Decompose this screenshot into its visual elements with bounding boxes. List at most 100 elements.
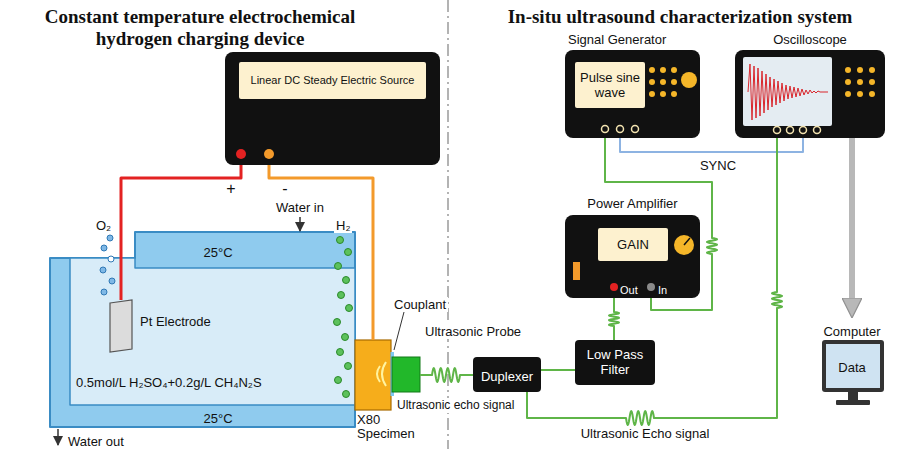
node-text: Pt Electrode (140, 314, 211, 329)
text-holder: SYNC (690, 156, 746, 174)
node-text: Ultrasonic Probe (423, 324, 523, 339)
button-dot (845, 79, 851, 85)
part-label: Ultrasonic echo signal (395, 398, 516, 413)
text-holder: Ultrasonic Probe (423, 322, 553, 340)
power-wire (269, 165, 373, 340)
water-outlet-arrow (57, 429, 59, 445)
text-holder: Couplant (392, 295, 452, 313)
button-dot (671, 91, 677, 97)
hydrogen-bubble (334, 319, 341, 326)
text-holder: Low Pass Filter (575, 347, 655, 378)
button-dot (845, 67, 851, 73)
text-holder: 25°C (168, 409, 268, 427)
data-arrow (849, 138, 855, 306)
text-holder: - (278, 180, 292, 198)
button-dot (660, 79, 666, 85)
screen-text: Data (838, 360, 865, 375)
power-switch (573, 262, 580, 280)
flow-label: Water out (66, 434, 126, 449)
text-holder: Linear DC Steady Electric Source (225, 62, 440, 99)
hydrogen-bubble (346, 305, 353, 312)
monitor-base (836, 400, 870, 405)
port-socket (774, 127, 781, 134)
dc-source: Linear DC Steady Electric Source (225, 52, 440, 165)
panel-divider (447, 0, 449, 449)
pc-monitor: ComputerData (815, 318, 889, 410)
negative-terminal (264, 149, 274, 159)
text-holder: Pt Electrode (140, 312, 260, 330)
part-label: Couplant (392, 297, 448, 312)
oxygen-bubble (101, 289, 107, 295)
signal-line (541, 369, 575, 371)
oxygen-bubble (107, 235, 113, 241)
text-holder: Ultrasonic echo signal (395, 395, 535, 413)
hydrogen-bubble (337, 349, 344, 356)
amp-unit: Power AmplifierGAINOutIn (565, 215, 700, 298)
button-dot (649, 79, 655, 85)
hydrogen-bubble (337, 237, 344, 244)
echo-waveform (748, 64, 828, 120)
jacket-shape (50, 232, 355, 427)
port-text: Out (620, 284, 638, 297)
hydrogen-bubble (345, 363, 352, 370)
transducer: Ultrasonic Probe (392, 357, 420, 392)
monitor-screen (826, 344, 880, 388)
button-dot (857, 91, 863, 97)
text-holder: X80 Specimen (357, 413, 421, 442)
text-holder: Out (620, 280, 650, 298)
panel-heading: Constant temperature electrochemical hyd… (25, 6, 375, 50)
knob-pointer (684, 238, 690, 245)
scope-screen (743, 57, 832, 126)
edge-label: Ultrasonic Echo signal (579, 426, 712, 441)
electrode-plate (110, 300, 132, 352)
chamber-shape (70, 258, 355, 405)
module-body (473, 357, 541, 392)
port-socket (617, 126, 624, 133)
monitor-neck (848, 392, 858, 400)
function-gen: Signal GeneratorPulse sine wave (565, 50, 700, 138)
panel-text: Linear DC Steady Electric Source (239, 62, 427, 99)
panel-heading: In-situ ultrasound characterization syst… (506, 6, 855, 28)
port-socket (787, 127, 794, 134)
tr-switch: Duplexer (473, 357, 541, 392)
text-holder: Computer (815, 322, 889, 340)
button-dot (649, 67, 655, 73)
panel-text: GAIN (598, 228, 668, 261)
signal-line (420, 368, 473, 382)
port-socket (602, 126, 609, 133)
input-port (647, 283, 655, 291)
button-dot (649, 91, 655, 97)
text-holder: Signal Generator (568, 30, 698, 48)
button-dot (869, 91, 875, 97)
port-socket (800, 127, 807, 134)
button-dot (660, 91, 666, 97)
power-wire (121, 165, 241, 300)
text-holder: Power Amplifier (565, 194, 700, 212)
instrument-body (565, 50, 700, 138)
oxygen-bubble (109, 278, 115, 284)
positive-terminal (236, 149, 246, 159)
node-text: Low Pass Filter (575, 347, 655, 377)
node-text: 25°C (203, 411, 232, 426)
port-text: In (658, 284, 667, 297)
probe-body (392, 357, 420, 392)
text-holder: In (658, 280, 688, 298)
node-text: Signal Generator (568, 32, 666, 47)
echo-line (527, 138, 782, 425)
signal-line (605, 138, 717, 310)
hydrogen-bubble (343, 391, 350, 398)
text-holder: Oscilloscope (735, 30, 885, 48)
button-dot (869, 79, 875, 85)
text-holder: In-situ ultrasound characterization syst… (465, 6, 895, 28)
node-text: 25°C (203, 245, 232, 260)
hydrogen-bubble (343, 277, 350, 284)
steel-sample: X80 Specimen (355, 340, 391, 410)
echo-arc (382, 362, 386, 386)
hydrogen-bubble (342, 334, 349, 341)
oxygen-bubble (108, 256, 114, 262)
text-holder: O₂ (94, 216, 120, 234)
button-dot (869, 67, 875, 73)
